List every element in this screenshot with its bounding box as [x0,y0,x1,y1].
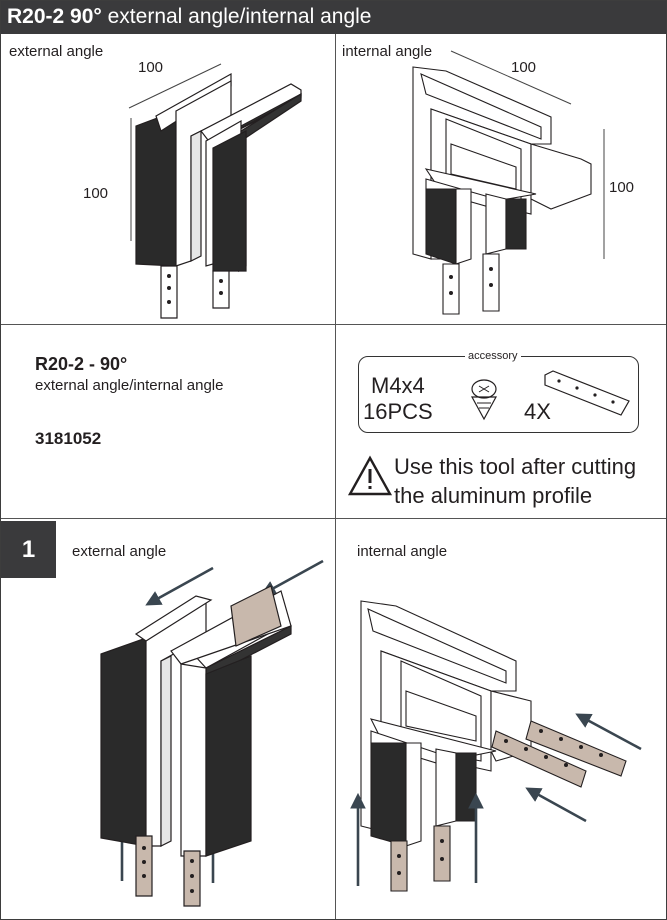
product-title: R20-2 - 90° [35,354,128,374]
int-dimension-right: 100 [609,179,635,196]
accessory-label: accessory [465,350,521,362]
screw-icon [470,379,498,421]
header-bar: R20-2 90° external angle/internal angle [1,1,666,34]
step1-external-label: external angle [72,543,167,560]
int-dimension-top: 100 [511,59,537,76]
step1-internal-label: internal angle [357,543,448,560]
row-divider-2 [1,518,666,519]
warning-line-1: Use this tool after cutting [394,454,637,479]
step1-internal-drawing [350,600,642,892]
warning-text: Use this tool after cutting the aluminum… [394,452,636,510]
warning-icon [347,455,393,496]
product-subtitle: external angle/internal angle [35,377,224,394]
external-angle-label: external angle [9,43,104,60]
internal-angle-drawing [412,50,605,315]
warning-line-2: the aluminum profile [394,483,593,508]
internal-angle-label: internal angle [342,43,433,60]
screw-quantity: 16PCS [363,399,433,424]
ext-dimension-left: 100 [83,185,109,202]
step-number-badge: 1 [1,521,56,578]
connector-plate-icon [544,370,630,416]
external-angle-drawing [128,63,302,319]
plate-quantity: 4X [524,399,551,424]
product-code: 3181052 [35,429,102,448]
header-title: R20-2 90° external angle/internal angle [7,5,372,28]
ext-dimension-top: 100 [138,59,164,76]
row-divider-1 [1,324,666,325]
screw-size: M4x4 [371,373,425,398]
center-divider [335,34,336,919]
step1-external-drawing [100,559,324,907]
